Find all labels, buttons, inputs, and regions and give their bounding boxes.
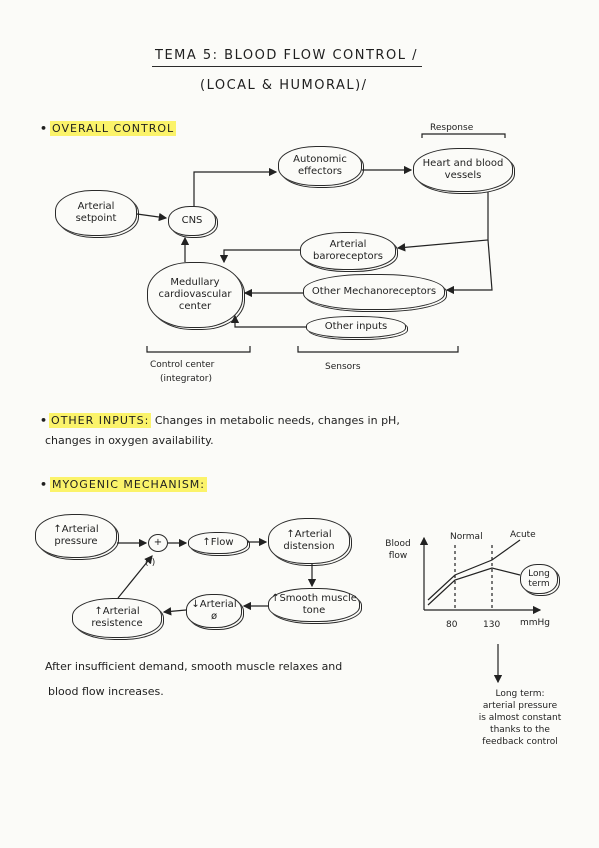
long-term-curve (427, 567, 521, 606)
other-inputs-node: Other inputs (306, 316, 406, 338)
sensors-label: Sensors (325, 362, 361, 372)
arterial-resistance-node: ↑Arterial resistence (72, 598, 162, 638)
long-term-note: Long term: arterial pressure is almost c… (478, 689, 562, 747)
normal-label: Normal (450, 532, 483, 542)
long-term-node: Long term (520, 564, 558, 594)
tick-80: 80 (446, 620, 458, 630)
control-center-bracket (146, 346, 251, 353)
arterial-setpoint-node: Arterial setpoint (55, 190, 137, 236)
graph-ylabel: Blood flow (385, 539, 411, 561)
control-center-label: Control center (150, 360, 215, 370)
overall-control-heading: •OVERALL CONTROL (40, 121, 177, 136)
arterial-pressure-node: ↑Arterial pressure (35, 514, 117, 558)
other-inputs-line2: changes in oxygen availability. (45, 434, 214, 447)
cns-node: CNS (168, 206, 216, 236)
myogenic-heading: •MYOGENIC MECHANISM: (40, 477, 207, 492)
arterial-baroreceptors-node: Arterial baroreceptors (300, 232, 396, 270)
diameter-to-resistance-arrow (162, 607, 187, 616)
arterial-diameter-node: ↓Arterial ø (186, 594, 242, 628)
myogenic-text-line1: After insufficient demand, smooth muscle… (45, 660, 343, 673)
heart-blood-vessels-node: Heart and blood vessels (413, 148, 513, 192)
smooth-muscle-tone-node: ↑Smooth muscle tone (268, 588, 360, 622)
acute-label: Acute (510, 530, 536, 540)
medullary-center-node: Medullary cardiovascular center (147, 262, 243, 328)
page-title-line1: TEMA 5: BLOOD FLOW CONTROL / (155, 48, 418, 63)
arterial-distension-node: ↑Arterial distension (268, 518, 350, 564)
tick-130: 130 (483, 620, 501, 630)
cns-to-autonomic-arrow (193, 167, 278, 206)
response-label: Response (430, 123, 474, 133)
autonomic-effectors-node: Autonomic effectors (278, 146, 362, 186)
page-title-line2: (LOCAL & HUMORAL)/ (200, 78, 368, 93)
heart-to-mechanoreceptors-arrow (445, 239, 493, 295)
myogenic-text-line2: blood flow increases. (48, 685, 164, 698)
integrator-label: (integrator) (160, 374, 212, 384)
response-bracket (421, 133, 506, 138)
sensors-bracket (297, 346, 459, 353)
flow-node: ↑Flow (188, 532, 248, 554)
x-unit-label: mmHg (520, 618, 551, 628)
plus-node: + (148, 534, 168, 552)
other-inputs-line1: •OTHER INPUTS: Changes in metabolic need… (40, 413, 400, 428)
baroreceptors-to-medullary-arrow (219, 249, 300, 264)
heart-to-baroreceptors-arrow (396, 192, 489, 252)
resistance-to-plus-arrow (117, 555, 153, 599)
mechanoreceptors-node: Other Mechanoreceptors (303, 274, 445, 310)
setpoint-to-cns-arrow (136, 212, 168, 222)
acute-curve (427, 539, 521, 601)
title-underline (152, 66, 422, 67)
other-inputs-to-medullary-arrow (230, 314, 306, 328)
